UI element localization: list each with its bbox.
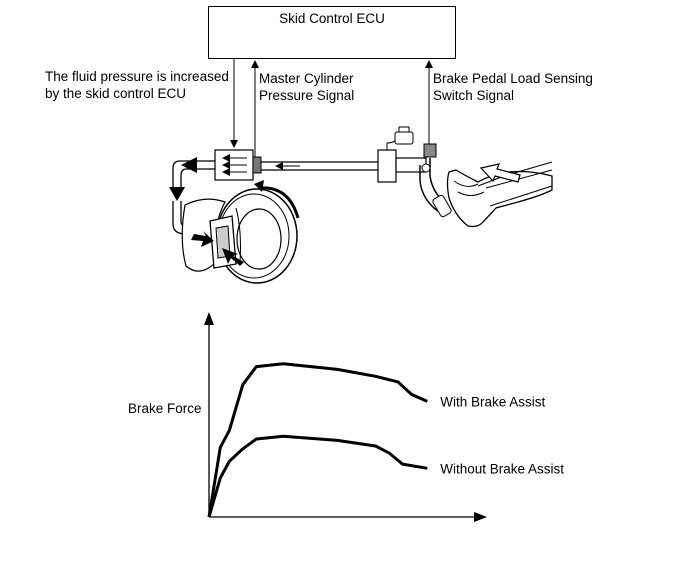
piston-arrow-left: [191, 231, 214, 247]
brake-line-upper: [261, 161, 378, 171]
brake-actuator: [214, 149, 262, 181]
skid-control-ecu-box: Skid Control ECU: [208, 6, 456, 59]
series-label-with-brake-assist: With Brake Assist: [440, 394, 545, 409]
series-label-without-brake-assist: Without Brake Assist: [440, 461, 564, 476]
fluid-pressure-label-line2: by the skid control ECU: [45, 86, 187, 101]
pedal-switch-label-line2: Switch Signal: [433, 88, 515, 103]
series-line-with-brake-assist: [207, 362, 428, 518]
driver-foot: [446, 161, 553, 228]
master-cylinder-label-line2: Pressure Signal: [259, 88, 355, 103]
brake-pedal: [419, 158, 452, 218]
master-cylinder: [377, 126, 427, 183]
rotation-arrow: [259, 186, 300, 219]
pedal-switch-label-line1: Brake Pedal Load Sensing: [433, 71, 593, 86]
chart-x-axis-arrowhead: [474, 512, 487, 522]
pedal-force-arrow: [479, 163, 521, 183]
fluid-pressure-label-line1: The fluid pressure is increased: [45, 69, 229, 84]
series-line-without-brake-assist: [207, 434, 428, 518]
piston-arrow-right: [222, 248, 244, 266]
chart-ylabel: Brake Force: [128, 401, 202, 416]
ecu-label: Skid Control ECU: [279, 11, 385, 26]
master-cylinder-label-line1: Master Cylinder: [259, 71, 354, 86]
chart-y-axis-arrowhead: [204, 312, 214, 325]
pedal-load-switch: [423, 143, 437, 158]
